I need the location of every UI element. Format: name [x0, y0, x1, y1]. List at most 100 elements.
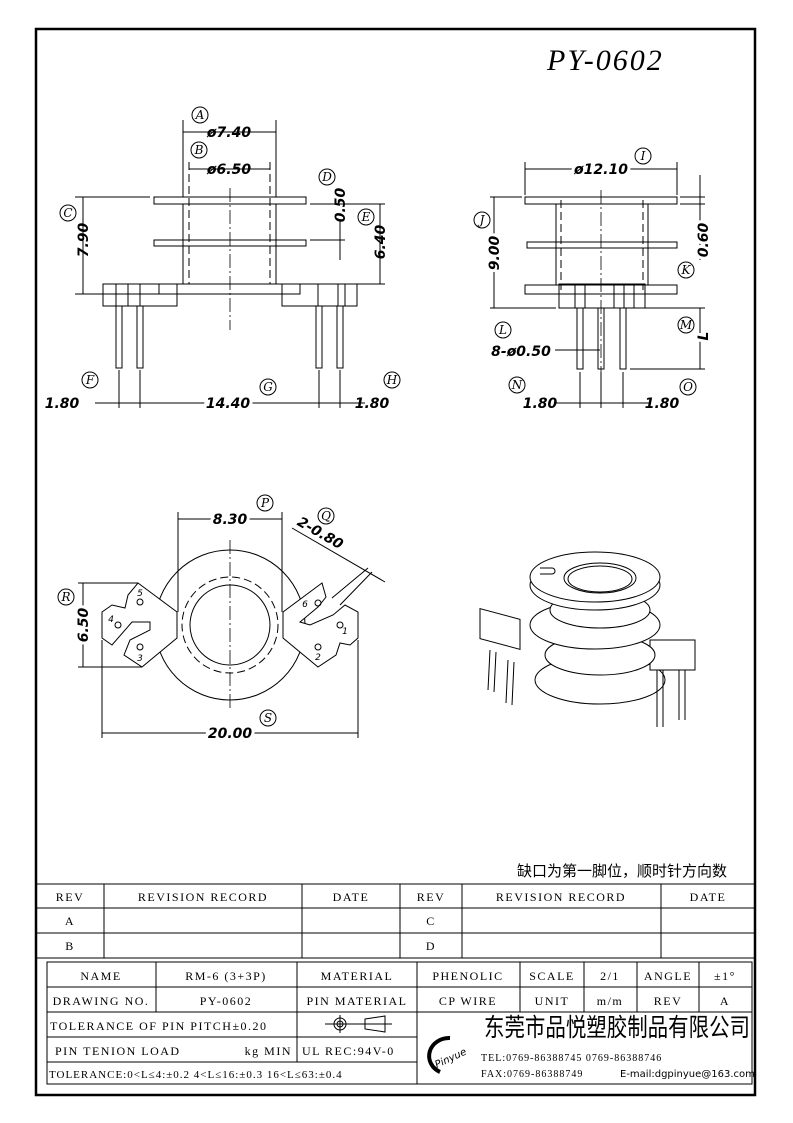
revision_table-headers-0-text: REV: [56, 890, 85, 904]
circle-line: [318, 168, 336, 186]
views-bottom-pins-0-text: 1: [342, 627, 348, 637]
circle-line: [259, 378, 277, 396]
rect-line: [649, 639, 696, 671]
title_block-drawing_no_label-text: DRAWING NO.: [53, 994, 150, 1008]
views-side-labels-0-text: I: [640, 149, 646, 163]
rect-line: [115, 305, 123, 369]
line-line: [505, 659, 509, 704]
circle-line: [191, 106, 209, 124]
views-front-labels-0-text: A: [195, 108, 205, 122]
g-line: A B C D E F G H: [59, 106, 401, 396]
line-line: [511, 661, 515, 706]
circle-line: [314, 643, 322, 651]
views-bottom-labels-3-text: S: [264, 711, 272, 725]
title_block-material_value-text: PHENOLIC: [432, 969, 503, 983]
circle-line: [336, 621, 344, 629]
title_block-ul_rec-text: UL REC:94V-0: [302, 1044, 395, 1058]
title_block-tel-text: TEL:0769-86388745 0769-86388746: [481, 1053, 662, 1064]
circle-line: [59, 204, 77, 222]
views-front-labels-7-text: H: [386, 373, 398, 387]
bottom-view: 5 4 3 6 1 2 8.30 2-0.80 6.50 20.00 P Q R…: [57, 494, 386, 745]
title_block-pin_material_label-text: PIN MATERIAL: [307, 994, 408, 1008]
views-side-dims-O-text: 1.80: [645, 396, 680, 412]
views-bottom-dims-R-text: 6.50: [76, 607, 92, 642]
title_block-tolerance-text: TOLERANCE:0<L≤4:±0.2 4<L≤16:±0.3 16<L≤63…: [49, 1069, 343, 1081]
center-base: [158, 283, 301, 295]
ellipse-line: [567, 565, 633, 593]
title_block-company-text: 东莞市品悦塑胶制品有限公司: [484, 1013, 750, 1042]
views-bottom-dims-P-text: 8.30: [213, 512, 248, 528]
isometric-view: [479, 551, 696, 727]
circle-line: [677, 316, 695, 334]
views-front-labels-4-text: E: [361, 210, 371, 224]
projection-symbol-icon: [325, 1015, 392, 1033]
circle-line: [256, 494, 274, 512]
views-bottom-pins-1-text: 2: [315, 653, 321, 663]
views-side-labels-6-text: O: [683, 380, 693, 394]
views-bottom-labels-0-text: P: [260, 496, 270, 510]
views-bottom-pins-4-text: 5: [137, 589, 143, 599]
line-line: [339, 571, 373, 606]
revision_table-headers-4-text: REVISION RECORD: [496, 890, 626, 904]
views-front-dims-F-text: 1.80: [45, 396, 80, 412]
circle-line: [114, 621, 122, 629]
views-front-dims-D-text: 0.50: [333, 187, 349, 222]
views-front-dims-H-text: 1.80: [355, 396, 390, 412]
circle-line: [383, 371, 401, 389]
drawing-title: PY-0602: [546, 44, 664, 77]
revision_table-rows-1-3-text: D: [426, 939, 436, 953]
rect-line: [315, 305, 323, 369]
rect-line: [526, 241, 678, 249]
ellipse-line: [529, 551, 661, 603]
line-line: [291, 527, 386, 583]
title_block-rev_value-text: A: [720, 994, 730, 1008]
revision_table-rows-0-3-text: C: [426, 914, 436, 928]
views-front-labels-2-text: C: [63, 206, 72, 220]
circle-line: [679, 378, 697, 396]
polygon-line: [101, 582, 178, 668]
circle-line: [473, 211, 491, 229]
views-bottom-pins-3-text: 4: [108, 615, 114, 625]
title_block-rev_label-text: REV: [654, 994, 683, 1008]
title_block-name_label-text: NAME: [80, 969, 121, 983]
views-side-labels-3-text: L: [498, 323, 507, 337]
views-front-labels-6-text: G: [263, 380, 273, 394]
title_block-unit_value-text: m/m: [597, 994, 624, 1008]
views-side-labels-5-text: N: [511, 378, 523, 392]
circle-line: [57, 588, 75, 606]
views-side-dims-J-text: 9.00: [487, 235, 503, 270]
title_block-fax-text: FAX:0769-86388749: [481, 1069, 583, 1080]
title_block-scale_value-text: 2/1: [600, 969, 620, 983]
views-front-dims-C-text: 7.90: [76, 222, 92, 257]
views-front-dims-A-text: ø7.40: [206, 125, 251, 141]
rect-line: [597, 307, 605, 370]
revision_table-headers-2-text: DATE: [333, 890, 370, 904]
rect-line: [35, 883, 756, 959]
title_block-material_label-text: MATERIAL: [321, 969, 394, 983]
circle-line: [314, 599, 322, 607]
side-view: ø12.10 9.00 0.60 L 8-ø0.50 1.80 1.80 I J…: [473, 147, 715, 412]
views-front-labels-5-text: F: [85, 373, 95, 387]
title-block: NAME RM-6 (3+3P) MATERIAL PHENOLIC SCALE…: [46, 961, 755, 1085]
title_block-drawing_no_value-text: PY-0602: [200, 994, 253, 1008]
circle-line: [508, 376, 526, 394]
views-front-labels-1-text: B: [194, 143, 204, 157]
circle-line: [677, 261, 695, 279]
views-side-dims-M-text: L: [696, 332, 712, 341]
views-bottom-pins-5-text: 6: [302, 600, 308, 610]
title_block-pin_tension_label-text: PIN TENION LOAD: [55, 1044, 181, 1058]
path-line: [364, 1015, 386, 1033]
circle-line: [634, 147, 652, 165]
revision_table-headers-1-text: REVISION RECORD: [138, 890, 268, 904]
circle-line: [136, 643, 144, 651]
rect-line: [136, 305, 144, 369]
views-front-dims-G-text: 14.40: [206, 396, 251, 412]
views-side-labels-4-text: M: [679, 318, 693, 332]
ellipse-line: [563, 562, 637, 594]
circle-line: [190, 141, 208, 159]
title_block-logo_text-text: Pinyue: [433, 1047, 468, 1071]
views-side-dims-K-text: 0.60: [696, 222, 712, 257]
drawing-frame: [34, 27, 757, 1097]
views-bottom-dims-S-text: 20.00: [208, 726, 253, 742]
